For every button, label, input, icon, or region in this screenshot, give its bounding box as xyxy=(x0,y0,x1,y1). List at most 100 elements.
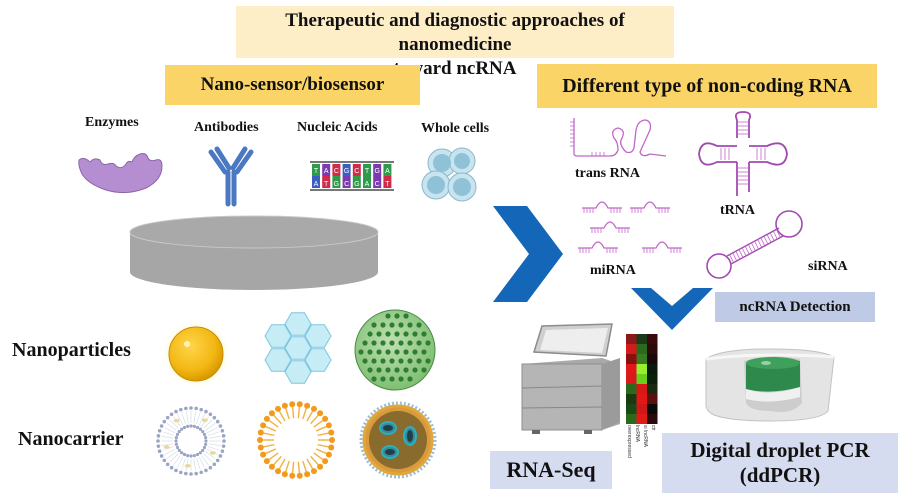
lipid-head xyxy=(169,412,174,417)
sphere-dot xyxy=(385,331,391,337)
antibody-icon xyxy=(208,146,254,207)
heatmap-cell xyxy=(636,394,647,404)
dna-base-letter: G xyxy=(344,168,349,175)
surfactant-head xyxy=(281,471,288,478)
hexagon-cell xyxy=(304,348,332,372)
sirna-base-pair xyxy=(735,251,741,260)
dna-base xyxy=(312,164,320,176)
whole-cells-label: Whole cells xyxy=(421,121,490,136)
lipid-nanoparticle-icon xyxy=(359,401,437,479)
dna-base xyxy=(352,164,361,176)
surfactant-tail xyxy=(313,452,324,461)
lipid-head xyxy=(194,471,198,476)
sensor-platform xyxy=(129,215,379,290)
dna-base-letter: G xyxy=(354,181,359,188)
main-title: Therapeutic and diagnostic approaches of… xyxy=(236,6,674,79)
sirna-base-pair xyxy=(772,230,778,240)
ddpcr-label-line1: Digital droplet PCR xyxy=(690,438,870,462)
heatmap-cell xyxy=(636,334,647,344)
sphere-dot xyxy=(398,322,404,328)
trna-icon xyxy=(698,111,788,196)
surfactant-head xyxy=(328,444,335,451)
lipid-head xyxy=(195,425,200,430)
heatmap-cell xyxy=(626,374,637,384)
sphere-dot xyxy=(403,349,409,355)
surfactant-head xyxy=(304,402,311,409)
surfactant-tail xyxy=(302,460,308,473)
surfactant-tail xyxy=(315,425,328,432)
cargo xyxy=(201,418,208,422)
ncrna-detection-label: ncRNA Detection xyxy=(715,292,875,322)
lipid-head xyxy=(202,432,207,437)
sphere-dot xyxy=(425,340,431,346)
lipid-head xyxy=(177,448,181,452)
ddpcr-label-line2: (ddPCR) xyxy=(739,463,821,487)
lipid-head xyxy=(204,409,208,414)
lipid-head xyxy=(186,424,190,428)
lipid-tail xyxy=(162,431,174,436)
lipid-tail xyxy=(196,458,201,470)
sphere-dot xyxy=(362,358,368,364)
mirna-strand xyxy=(630,201,670,209)
surfactant-head xyxy=(328,429,335,436)
sirna-base-pair xyxy=(741,247,747,257)
surfactant-head xyxy=(257,437,263,443)
sphere-dot xyxy=(403,331,409,337)
lipid-head xyxy=(184,406,188,411)
expression-heatmap xyxy=(626,334,658,424)
lipid-head xyxy=(165,415,170,420)
lipid-head xyxy=(182,452,187,457)
sphere-dot xyxy=(394,331,400,337)
lipid-head xyxy=(212,462,217,467)
dna-base-letter: C xyxy=(375,181,380,188)
lipid-head xyxy=(192,454,196,458)
sirna-label: siRNA xyxy=(808,259,848,274)
lipid-head xyxy=(204,439,208,443)
surfactant-tail xyxy=(306,410,314,422)
sphere-dot xyxy=(358,349,364,355)
sphere-dot xyxy=(416,358,422,364)
heatmap-col-label: lncRNA xyxy=(634,425,640,442)
lipid-head xyxy=(194,406,198,411)
trans-rna-label: trans RNA xyxy=(575,166,640,181)
sirna-base-pair xyxy=(766,234,772,243)
heatmap-cell xyxy=(647,334,658,344)
surfactant-tail xyxy=(313,419,324,428)
lipid-tail xyxy=(166,451,177,459)
heatmap-cell xyxy=(626,344,637,354)
lipid-head xyxy=(177,430,181,434)
heatmap-cell xyxy=(636,354,647,364)
surfactant-tail xyxy=(268,419,279,428)
surfactant-head xyxy=(329,437,335,443)
lipid-tail xyxy=(198,456,205,468)
lipid-head xyxy=(208,412,213,417)
surfactant-head xyxy=(325,451,332,458)
lipid-head xyxy=(221,434,226,438)
heatmap-cell xyxy=(626,394,637,404)
sphere-dot xyxy=(385,367,391,373)
sphere-dot xyxy=(403,367,409,373)
surfactant-head xyxy=(311,405,317,412)
lipid-head xyxy=(174,436,178,440)
dna-base xyxy=(352,176,361,188)
lipid-head xyxy=(195,452,200,457)
sirna-base-pair xyxy=(747,244,753,253)
dna-base-letter: A xyxy=(314,181,319,188)
sphere-dot xyxy=(403,313,409,319)
surfactant-tail xyxy=(278,458,286,470)
surfactant-tail xyxy=(284,407,290,420)
antibodies-label: Antibodies xyxy=(194,120,259,135)
heatmap-cell xyxy=(626,364,637,374)
sphere-dot xyxy=(407,376,413,382)
heatmap-cell xyxy=(636,364,647,374)
mirna-strand xyxy=(578,241,618,249)
lipid-head xyxy=(180,427,184,431)
lipid-head xyxy=(189,406,193,410)
sphere-dot xyxy=(412,349,418,355)
lipid-tail xyxy=(196,412,201,424)
sirna-base-pair xyxy=(738,249,744,258)
surfactant-head xyxy=(263,415,270,422)
lipid-head xyxy=(199,470,203,475)
dna-base xyxy=(383,176,392,188)
heatmap-cell xyxy=(636,404,647,414)
